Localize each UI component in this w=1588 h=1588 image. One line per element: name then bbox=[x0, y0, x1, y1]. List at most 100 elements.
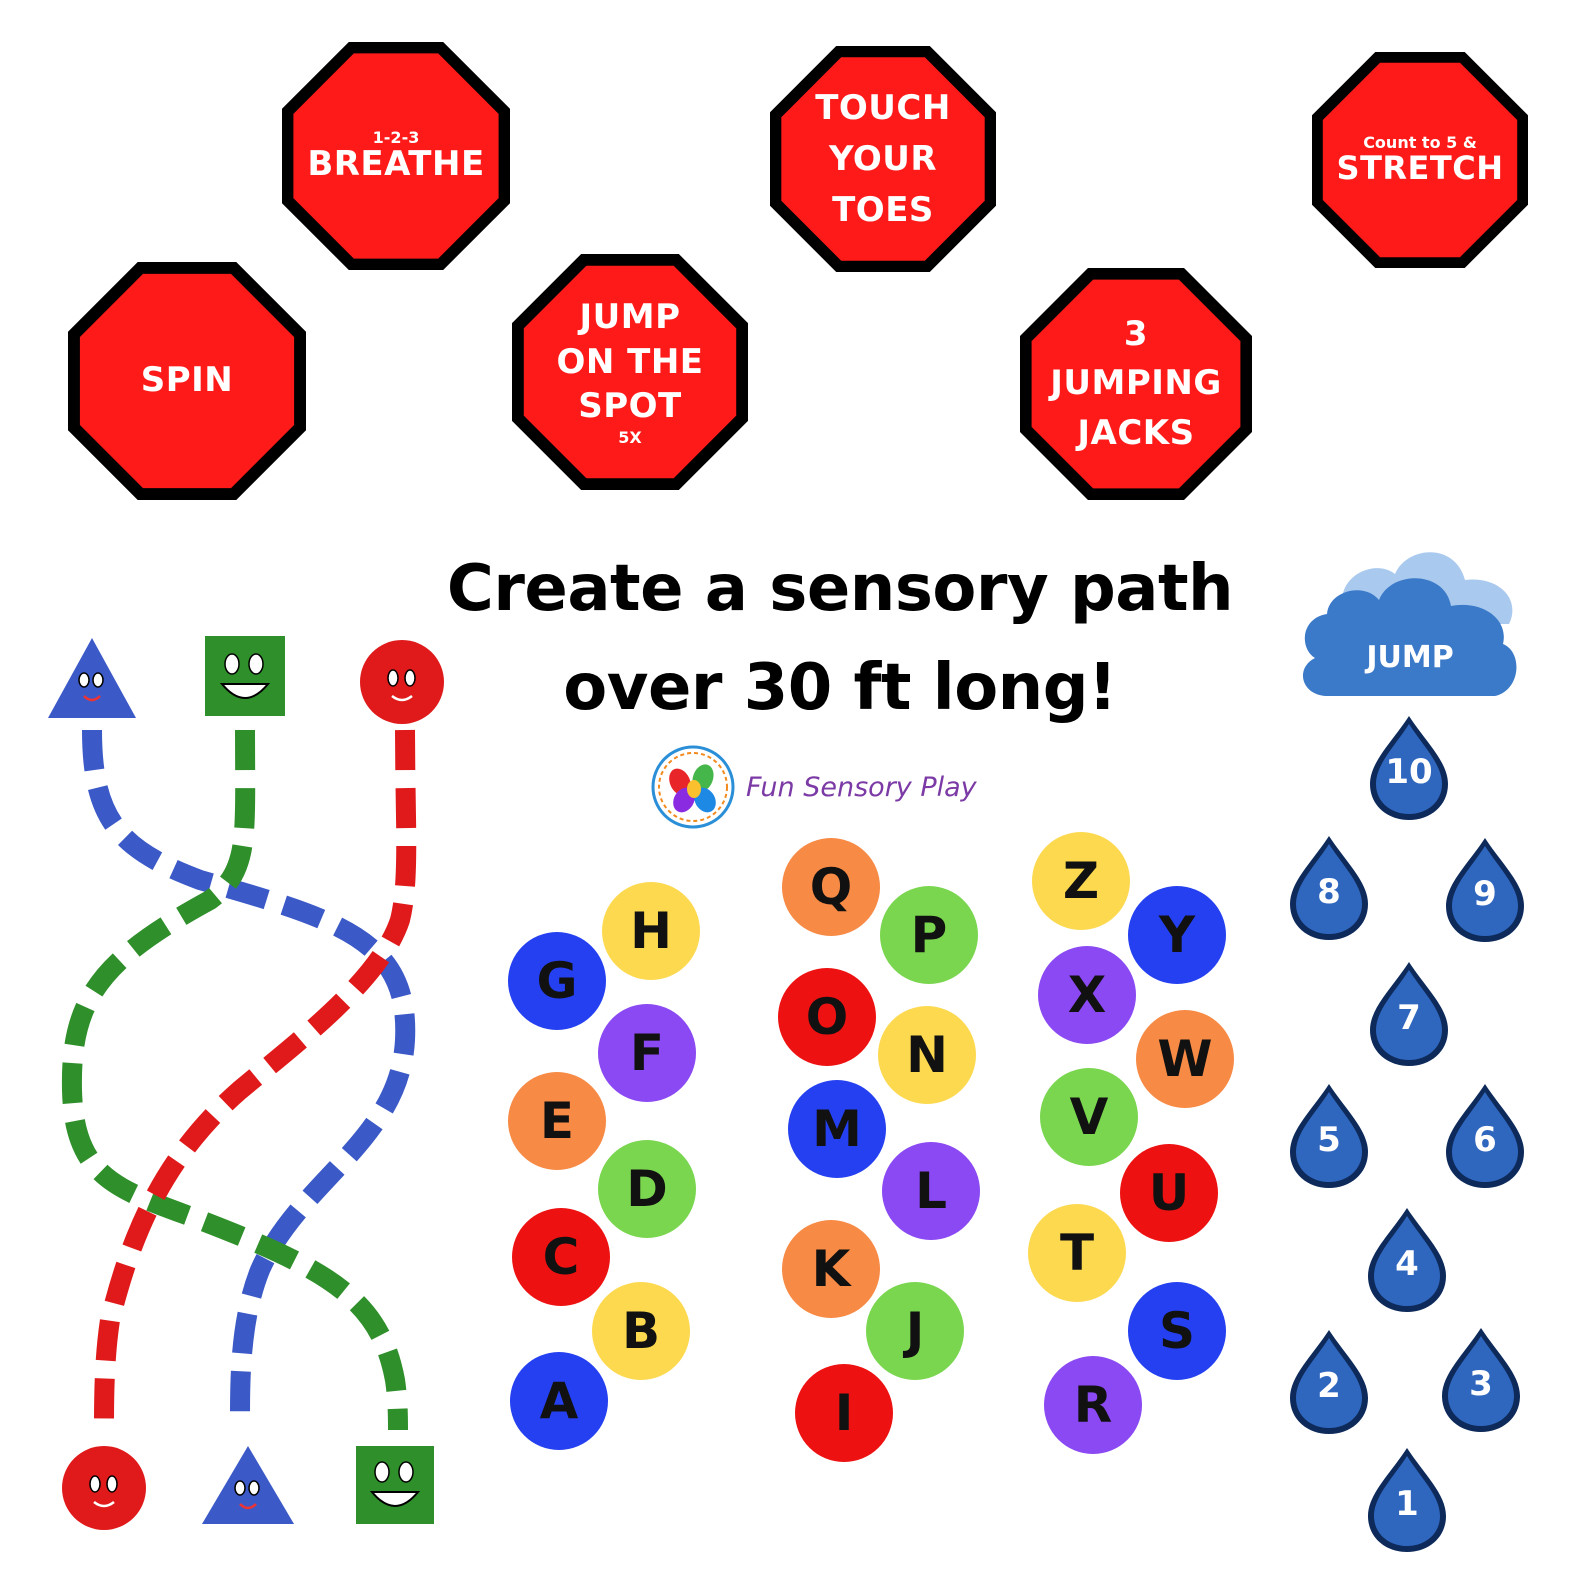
stop-text: BREATHE bbox=[307, 143, 485, 184]
raindrop-number: 2 bbox=[1317, 1366, 1341, 1406]
octagon-icon bbox=[512, 254, 748, 490]
jump-cloud: JUMP bbox=[1295, 540, 1525, 705]
headline: Create a sensory path over 30 ft long! bbox=[370, 540, 1310, 738]
blue-path bbox=[82, 729, 416, 1421]
letter-circle-v: V bbox=[1040, 1068, 1138, 1166]
raindrop-number: 4 bbox=[1395, 1244, 1419, 1284]
raindrop-number: 7 bbox=[1397, 998, 1421, 1038]
letter-circle-e: E bbox=[508, 1072, 606, 1170]
raindrop-icon bbox=[1370, 962, 1448, 1066]
raindrop-icon bbox=[1368, 1208, 1446, 1312]
square-face-icon bbox=[356, 1446, 434, 1524]
stop-text: 3 bbox=[1123, 314, 1149, 355]
letter-circle-k: K bbox=[782, 1220, 880, 1318]
circle-face-icon bbox=[360, 640, 444, 724]
triangle-face-icon bbox=[48, 638, 136, 718]
stop-text: ON THE bbox=[556, 341, 704, 382]
crossing-paths bbox=[48, 636, 444, 1530]
raindrop-6: 6 bbox=[1444, 1082, 1526, 1190]
red-path bbox=[94, 729, 417, 1431]
raindrop-9: 9 bbox=[1444, 836, 1526, 944]
raindrop-icon bbox=[1370, 716, 1448, 820]
letter-circle-f: F bbox=[598, 1004, 696, 1102]
letter-circle-u: U bbox=[1120, 1144, 1218, 1242]
stop-text: STRETCH bbox=[1336, 148, 1504, 187]
letter-circle-a: A bbox=[510, 1352, 608, 1450]
cloud-icon bbox=[1302, 552, 1517, 696]
stop-sign-jump-spot: JUMP ON THE SPOT 5X bbox=[512, 254, 748, 490]
raindrop-8: 8 bbox=[1288, 834, 1370, 942]
raindrop-icon bbox=[1446, 838, 1524, 942]
letter-circle-h: H bbox=[602, 882, 700, 980]
stop-sign-spin: SPIN bbox=[68, 262, 306, 500]
letter-circle-b: B bbox=[592, 1282, 690, 1380]
letter-circle-l: L bbox=[882, 1142, 980, 1240]
triangle-face-icon bbox=[202, 1446, 294, 1524]
stop-text: SPIN bbox=[140, 360, 234, 401]
raindrop-icon bbox=[1290, 1084, 1368, 1188]
letter-circle-t: T bbox=[1028, 1204, 1126, 1302]
hands-logo-icon bbox=[648, 742, 738, 832]
raindrop-icon bbox=[1290, 836, 1368, 940]
raindrop-1: 1 bbox=[1366, 1446, 1448, 1554]
stop-text: TOUCH bbox=[815, 87, 951, 128]
headline-line-2: over 30 ft long! bbox=[563, 651, 1117, 726]
letter-circle-p: P bbox=[880, 886, 978, 984]
letter-circle-z: Z bbox=[1032, 832, 1130, 930]
octagon-icon bbox=[770, 46, 996, 272]
letter-circle-n: N bbox=[878, 1006, 976, 1104]
logo-text: Fun Sensory Play bbox=[746, 771, 977, 803]
cloud-label: JUMP bbox=[1366, 640, 1454, 675]
raindrop-icon bbox=[1290, 1330, 1368, 1434]
raindrop-icon bbox=[1446, 1084, 1524, 1188]
raindrop-10: 10 bbox=[1368, 714, 1450, 822]
stop-sign-jumping-jacks: 3 JUMPING JACKS bbox=[1020, 268, 1252, 500]
square-face-icon bbox=[205, 636, 285, 716]
letter-circle-g: G bbox=[508, 932, 606, 1030]
octagon-icon bbox=[1020, 268, 1252, 500]
letter-circle-y: Y bbox=[1128, 886, 1226, 984]
headline-line-1: Create a sensory path bbox=[446, 552, 1234, 626]
letter-circle-s: S bbox=[1128, 1282, 1226, 1380]
letter-circle-r: R bbox=[1044, 1356, 1142, 1454]
stop-small-text: Count to 5 & bbox=[1363, 132, 1477, 152]
letter-circle-c: C bbox=[512, 1208, 610, 1306]
raindrop-number: 9 bbox=[1473, 874, 1497, 914]
stop-small-text: 5X bbox=[618, 427, 642, 447]
brand-logo: Fun Sensory Play bbox=[648, 742, 977, 832]
raindrop-5: 5 bbox=[1288, 1082, 1370, 1190]
raindrop-4: 4 bbox=[1366, 1206, 1448, 1314]
stop-text: TOES bbox=[832, 189, 934, 230]
octagon-icon bbox=[282, 42, 510, 270]
octagon-icon bbox=[1312, 52, 1528, 268]
green-path bbox=[61, 729, 408, 1431]
raindrop-number: 6 bbox=[1473, 1120, 1497, 1160]
raindrop-number: 3 bbox=[1469, 1364, 1493, 1404]
raindrop-number: 5 bbox=[1317, 1120, 1341, 1160]
letter-circle-d: D bbox=[598, 1140, 696, 1238]
raindrop-number: 1 bbox=[1395, 1484, 1419, 1524]
stop-sign-breathe: 1-2-3 BREATHE bbox=[282, 42, 510, 270]
letter-circle-x: X bbox=[1038, 946, 1136, 1044]
stop-sign-stretch: Count to 5 & STRETCH bbox=[1312, 52, 1528, 268]
letter-circle-m: M bbox=[788, 1080, 886, 1178]
stop-sign-touch-toes: TOUCH YOUR TOES bbox=[770, 46, 996, 272]
stop-text: JACKS bbox=[1077, 412, 1195, 453]
stop-text: YOUR bbox=[828, 138, 938, 179]
letter-circle-i: I bbox=[795, 1364, 893, 1462]
stop-text: JUMPING bbox=[1050, 363, 1222, 404]
letter-circle-o: O bbox=[778, 968, 876, 1066]
octagon-icon bbox=[68, 262, 306, 500]
raindrop-number: 10 bbox=[1385, 752, 1433, 792]
stop-text: SPOT bbox=[578, 385, 682, 426]
raindrop-number: 8 bbox=[1317, 872, 1341, 912]
raindrop-icon bbox=[1442, 1328, 1520, 1432]
raindrop-icon bbox=[1368, 1448, 1446, 1552]
circle-face-icon bbox=[62, 1446, 146, 1530]
raindrop-3: 3 bbox=[1440, 1326, 1522, 1434]
stop-text: JUMP bbox=[579, 297, 681, 338]
letter-circle-j: J bbox=[866, 1282, 964, 1380]
stop-small-text: 1-2-3 bbox=[372, 127, 420, 147]
raindrop-2: 2 bbox=[1288, 1328, 1370, 1436]
